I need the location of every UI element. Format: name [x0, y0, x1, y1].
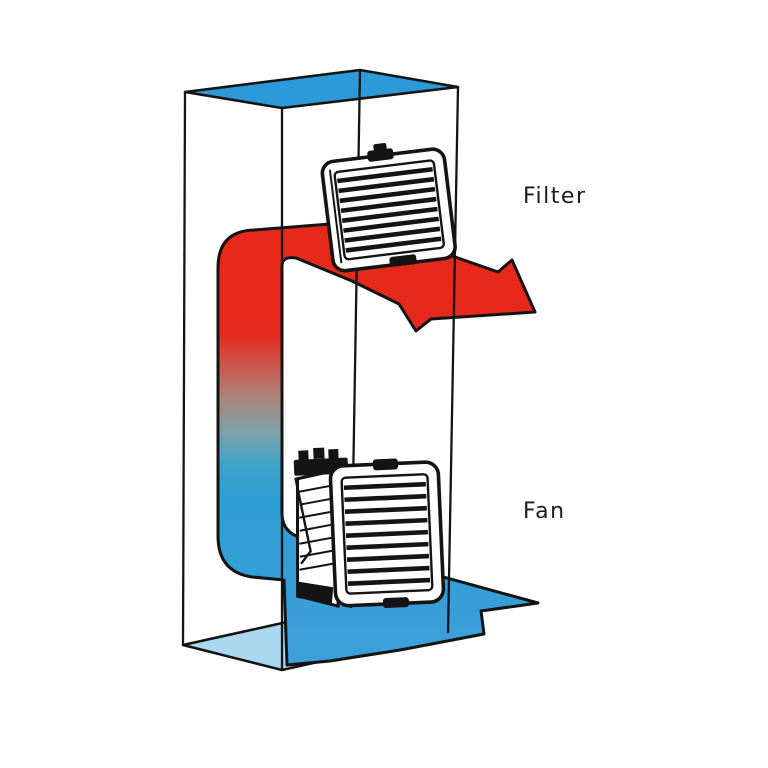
filter-louvers	[337, 166, 442, 253]
fan-bottom-clip	[382, 597, 410, 609]
box-edge-left	[181, 91, 187, 646]
fan-housing-foot	[296, 581, 334, 604]
fan-louvers	[343, 481, 431, 586]
fan-label: Fan	[523, 499, 566, 524]
filter-top-tab	[373, 142, 387, 153]
fan-top-clip	[372, 458, 399, 471]
filter-frame-depth-edge	[328, 169, 343, 264]
enclosure-edges	[181, 69, 460, 670]
filter-unit	[320, 142, 457, 273]
filter-label: Filter	[523, 184, 586, 209]
fan-unit	[293, 447, 446, 609]
fan-housing-brace	[294, 477, 312, 565]
filter-louver-panel	[333, 159, 445, 261]
filter-bottom-clip	[389, 254, 417, 267]
box-edge-right	[446, 86, 460, 634]
filter-top-clip	[367, 148, 394, 162]
enclosure-top-face	[183, 68, 460, 110]
